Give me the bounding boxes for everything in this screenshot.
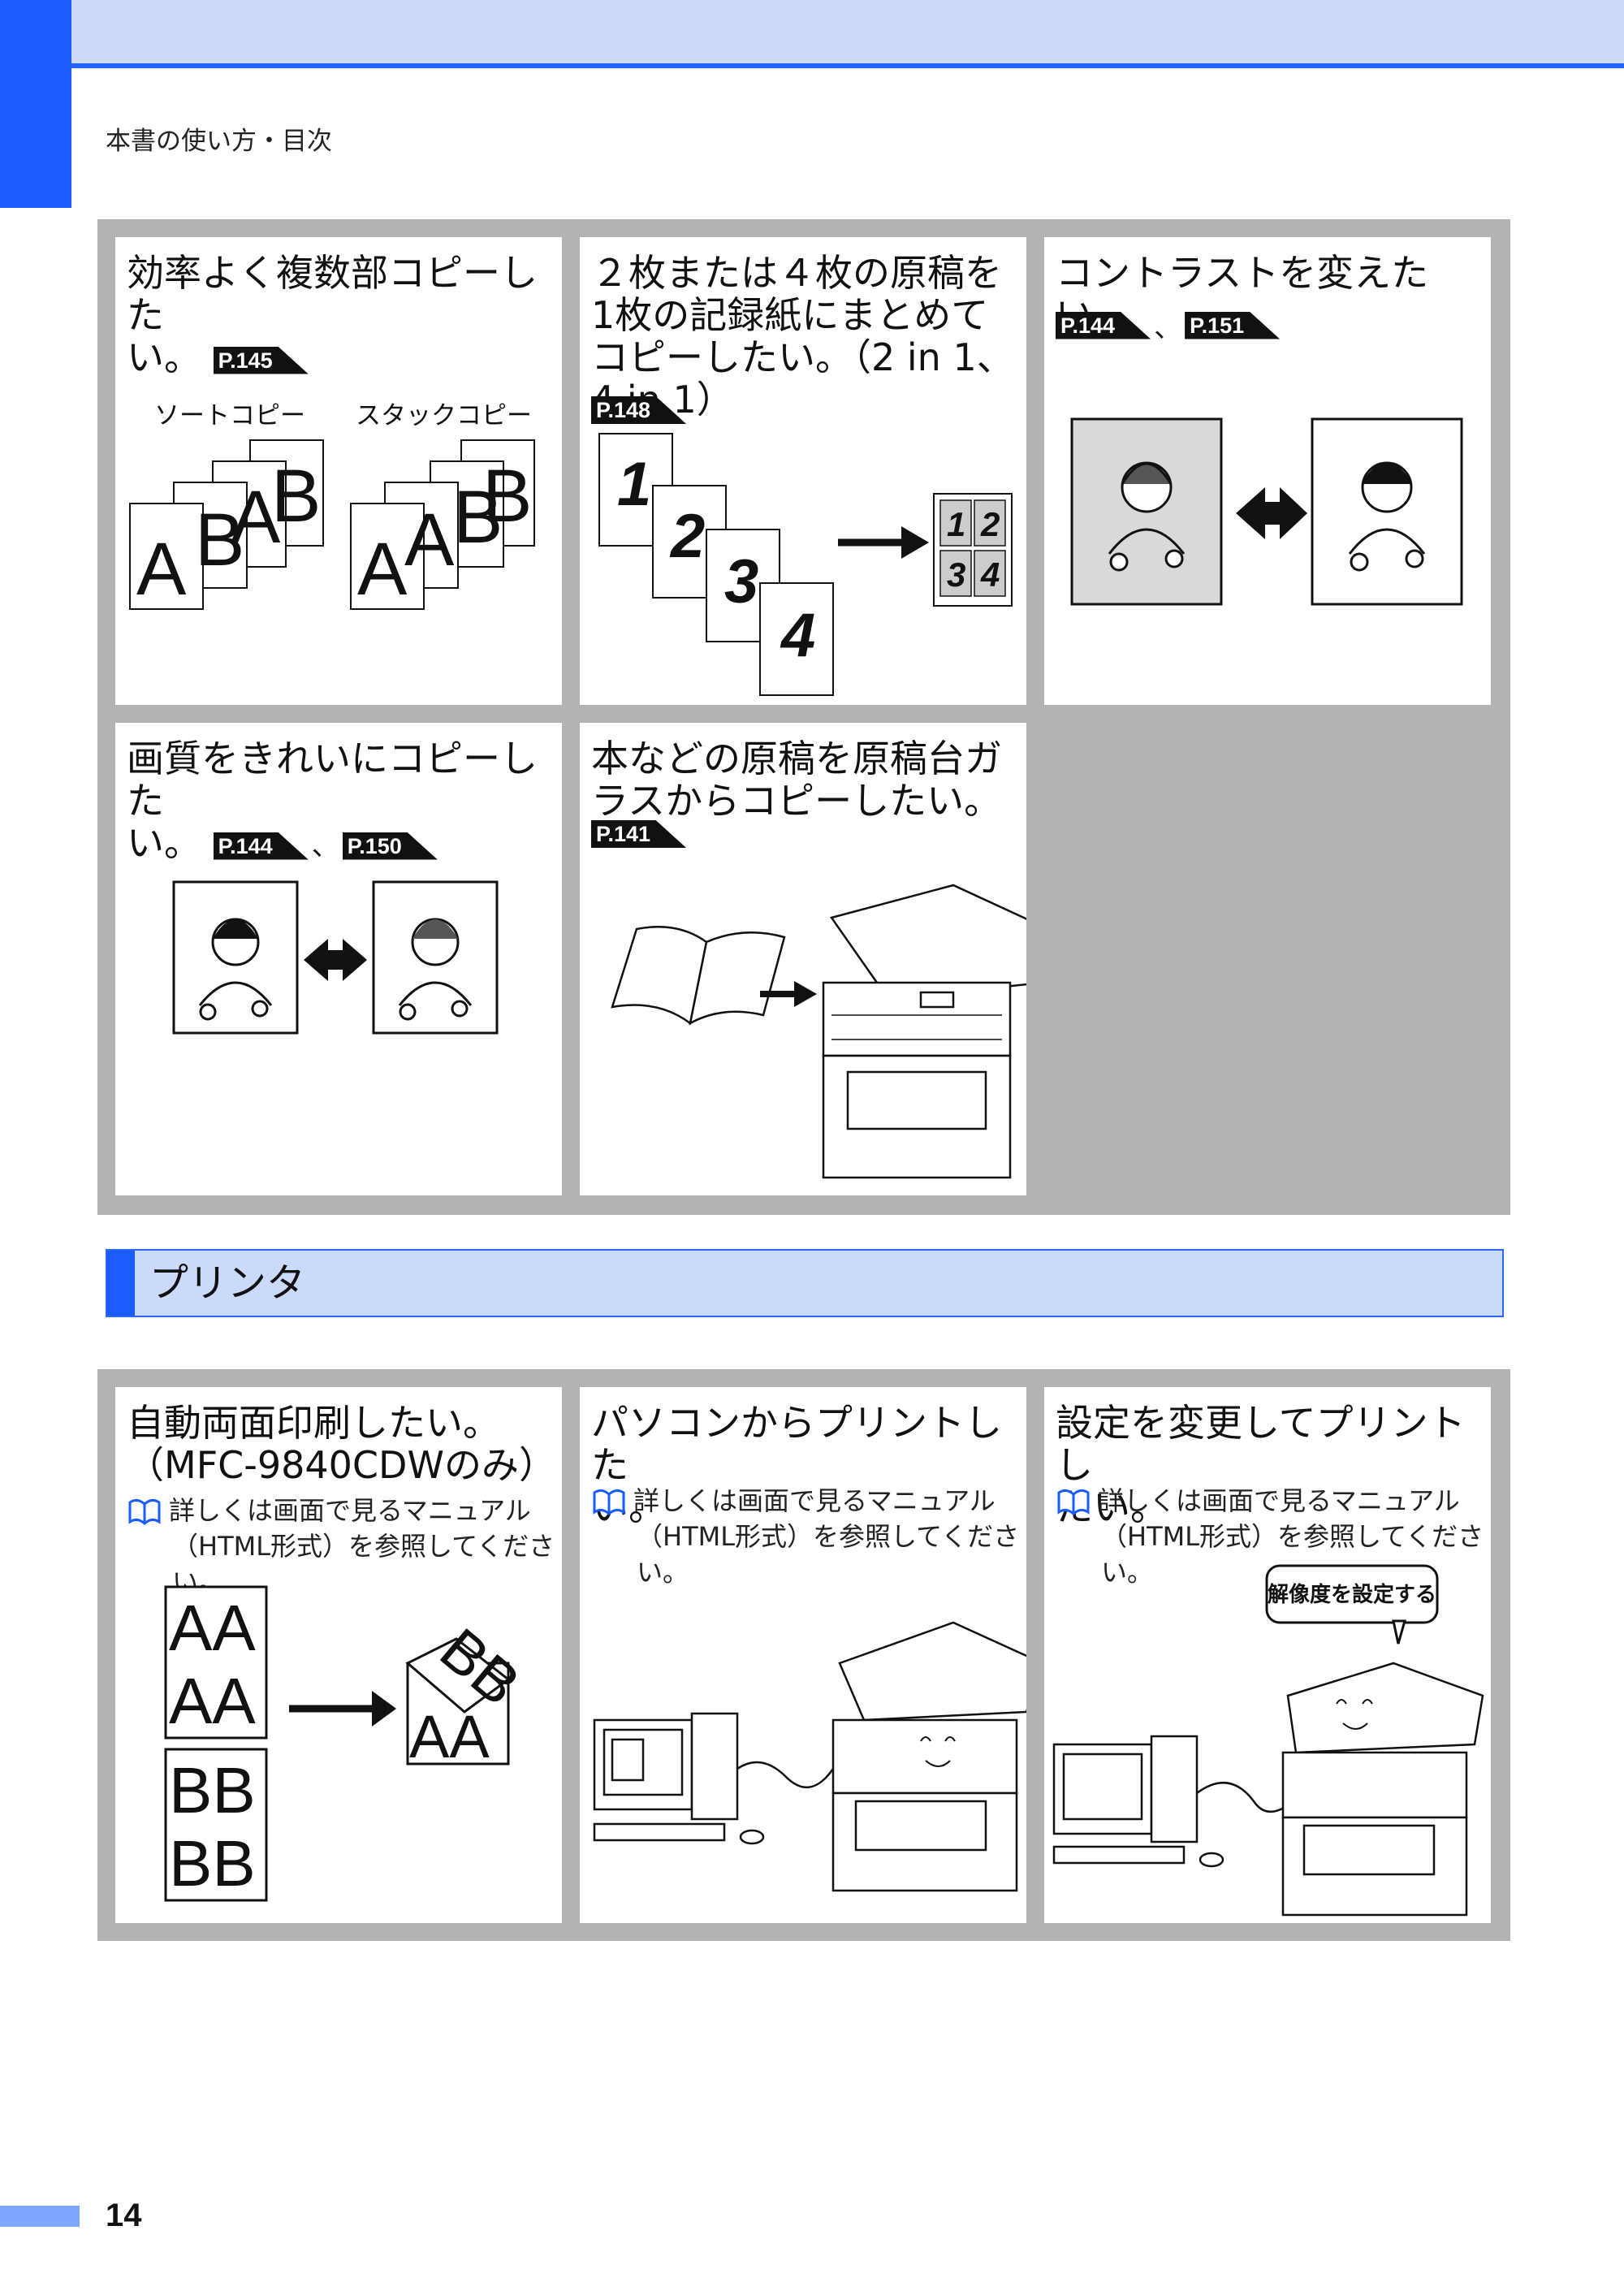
cell-print-from-pc: パソコンからプリントした い。 詳しくは画面で見るマニュアル （HTML形式）を… [580, 1387, 1026, 1923]
letter-b: B [271, 455, 321, 538]
chapter-tab [0, 0, 71, 208]
page-ref-badge[interactable]: P.144 [1056, 311, 1151, 339]
page-number: 14 [106, 2198, 142, 2233]
letters-bb: BB [169, 1754, 256, 1826]
copy-features-grid: 効率よく複数部コピーした い。 P.145 ソートコピー スタックコピー B A… [97, 219, 1510, 1215]
manual-reference-note: 詳しくは画面で見るマニュアル （HTML形式）を参照してください。 [591, 1483, 1026, 1590]
book-copy-illustration [611, 884, 1026, 1179]
cell-multiple-copies: 効率よく複数部コピーした い。 P.145 ソートコピー スタックコピー B A… [115, 237, 562, 705]
page-ref-badge[interactable]: P.144 [213, 832, 309, 860]
manual-reference-note: 詳しくは画面で見るマニュアル （HTML形式）を参照してください。 [1056, 1483, 1491, 1590]
letter-b: B [195, 499, 244, 581]
cell-n-in-1-copy: ２枚または４枚の原稿を1枚の記録紙にまとめてコピーしたい。（2 in 1、4 i… [580, 237, 1026, 705]
sort-stack-illustration: B A B A B B A A [129, 439, 535, 611]
manual-reference-note: 詳しくは画面で見るマニュアル （HTML形式）を参照してください。 [127, 1493, 562, 1600]
cell-title: 本などの原稿を原稿台ガラスからコピーしたい。 [591, 737, 1002, 823]
book-icon [1057, 1489, 1090, 1516]
n-in-1-illustration: 1 2 3 4 1 2 3 4 [598, 433, 1013, 696]
letter-a: A [231, 476, 281, 559]
breadcrumb: 本書の使い方・目次 [106, 127, 332, 156]
letter-b: B [482, 455, 532, 538]
svg-text:3: 3 [947, 555, 965, 594]
letter-a: A [357, 528, 408, 611]
letters-bb: BB [169, 1827, 256, 1900]
cell-duplex-print: 自動両面印刷したい。 （MFC-9840CDWのみ） 詳しくは画面で見るマニュア… [115, 1387, 562, 1923]
digit: 1 [617, 450, 651, 519]
speech-bubble-text: 解像度を設定する [1268, 1582, 1436, 1606]
settings-print-illustration: 解像度を設定する [1052, 1564, 1484, 1917]
book-icon [128, 1498, 161, 1526]
contrast-illustration [1070, 417, 1463, 606]
cell-title: 設定を変更してプリントし [1056, 1401, 1466, 1487]
printer-features-grid: 自動両面印刷したい。 （MFC-9840CDWのみ） 詳しくは画面で見るマニュア… [97, 1369, 1510, 1941]
page-number-accent [0, 2206, 80, 2227]
cell-title: 効率よく複数部コピーした [127, 251, 538, 337]
pc-printer-illustration [593, 1621, 1026, 1892]
image-quality-illustration [172, 880, 499, 1035]
letters-aa: AA [169, 1592, 256, 1664]
cell-title: 自動両面印刷したい。 [127, 1401, 500, 1445]
page-ref-badge[interactable]: P.141 [591, 820, 687, 848]
letter-b: B [453, 476, 503, 559]
page-ref-badge[interactable]: P.145 [213, 346, 309, 374]
top-banner [0, 0, 1624, 68]
book-icon [593, 1489, 625, 1516]
letter-a: A [404, 499, 455, 581]
digit: 4 [780, 601, 815, 670]
letters-aa: AA [169, 1665, 256, 1737]
cell-image-quality: 画質をきれいにコピーした い。 P.144、P.150 [115, 723, 562, 1195]
page-ref-badge[interactable]: P.150 [342, 832, 438, 860]
digit: 3 [724, 547, 758, 616]
page-ref-badge[interactable]: P.151 [1185, 311, 1281, 339]
printer-section-header: プリンタ [106, 1249, 1504, 1317]
model-note: （MFC-9840CDWのみ） [127, 1443, 556, 1487]
svg-text:4: 4 [980, 555, 1000, 594]
svg-text:2: 2 [980, 505, 1000, 543]
sort-copy-label: ソートコピー [154, 401, 305, 430]
cell-title: ２枚または４枚の原稿を1枚の記録紙にまとめてコピーしたい。（2 in 1、4 i… [591, 251, 1014, 421]
stack-copy-label: スタックコピー [356, 401, 532, 430]
digit: 2 [669, 502, 705, 571]
cell-title: パソコンからプリントした [591, 1401, 1002, 1487]
section-title: プリンタ [149, 1260, 306, 1306]
duplex-illustration: AA AA BB BB AA BB [164, 1585, 533, 1902]
cell-book-copy: 本などの原稿を原稿台ガラスからコピーしたい。 P.141 [580, 723, 1026, 1195]
letters-aa: AA [409, 1703, 490, 1770]
cell-change-settings: 設定を変更してプリントし たい。 詳しくは画面で見るマニュアル （HTML形式）… [1044, 1387, 1491, 1923]
cell-contrast: コントラストを変えたい。 P.144、P.151 [1044, 237, 1491, 705]
svg-text:1: 1 [947, 505, 965, 543]
letter-a: A [136, 528, 187, 611]
cell-title: 画質をきれいにコピーした [127, 737, 538, 823]
